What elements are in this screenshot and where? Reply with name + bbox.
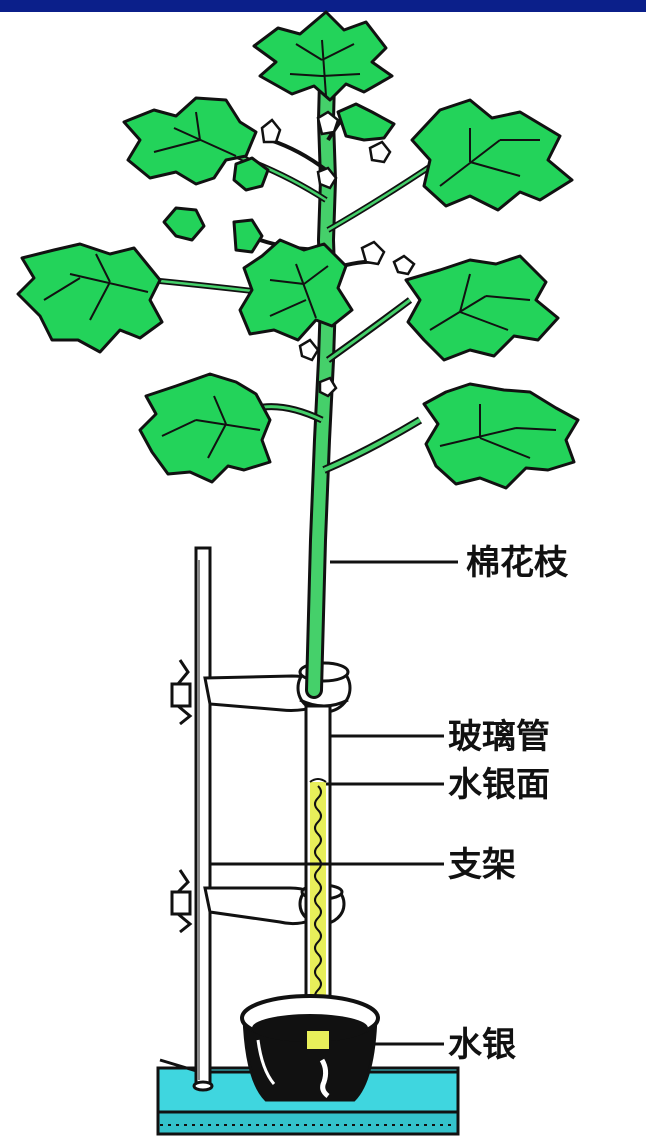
- mercury-dish-icon: [242, 996, 378, 1100]
- leader-lines: [210, 562, 458, 1044]
- label-cotton-branch: 棉花枝: [466, 546, 568, 580]
- label-glass-tube: 玻璃管: [448, 720, 550, 754]
- label-mercury: 水银: [448, 1028, 516, 1062]
- label-stand: 支架: [448, 848, 516, 882]
- ring-stand-icon: [194, 548, 212, 1090]
- label-mercury-surface: 水银面: [448, 768, 550, 802]
- cotton-branch-icon: [18, 12, 578, 690]
